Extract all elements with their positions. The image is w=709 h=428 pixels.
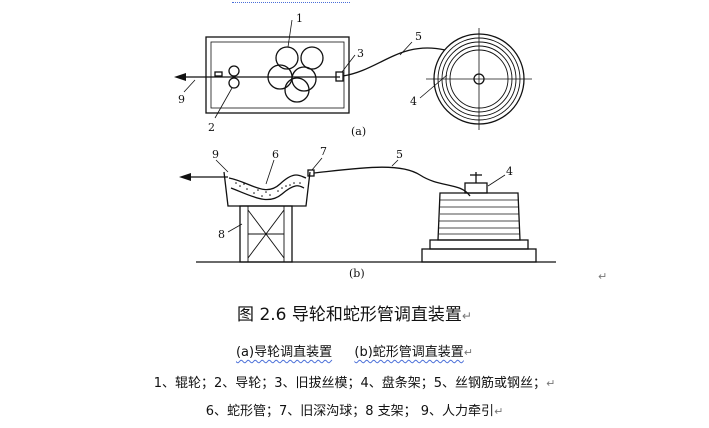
clamp-a	[214, 71, 223, 77]
callout-b-9: 9	[212, 148, 219, 161]
leader-8	[227, 223, 243, 233]
tube-stipple	[235, 182, 301, 197]
callout-a-1: 1	[296, 12, 303, 25]
callout-a-5: 5	[415, 30, 422, 43]
paragraph-mark: ↵	[598, 270, 608, 283]
legend-items-1: 1、辊轮；2、导轮；3、旧拔丝模；4、盘条架；5、丝钢筋或钢丝；	[153, 376, 547, 391]
leader-7	[311, 157, 323, 171]
figure-svg: 1 2 3 4 5 9 (a)	[174, 12, 556, 280]
leader-3	[341, 54, 356, 73]
leader-4a	[419, 74, 448, 99]
legend-part-a: (a)导轮调直装置	[235, 345, 333, 360]
frame-a	[205, 36, 350, 114]
callout-b-5: 5	[396, 148, 403, 161]
diagram-b	[179, 157, 556, 263]
subfigure-label-b: (b)	[349, 267, 365, 280]
snake-tube-top	[228, 174, 307, 191]
arrow-a	[174, 73, 186, 81]
paragraph-mark: ↵	[463, 346, 474, 359]
snake-tube-bottom	[230, 185, 305, 201]
frame-a-inner	[210, 41, 345, 109]
leader-1	[287, 19, 293, 48]
coil-base-1	[429, 239, 529, 250]
legend-line-2: 1、辊轮；2、导轮；3、旧拔丝模；4、盘条架；5、丝钢筋或钢丝；↵	[0, 372, 709, 391]
legend-items-2: 6、蛇形管；7、旧深沟球；8 支架； 9、人力牵引	[205, 404, 495, 419]
guide-wheel-2b	[228, 77, 240, 89]
wire-5-a	[342, 47, 446, 77]
coil-top-block	[464, 182, 488, 194]
legend-part-b: (b)蛇形管调直装置	[354, 345, 464, 360]
callout-b-4: 4	[506, 165, 513, 178]
callout-a-4: 4	[410, 95, 417, 108]
figure-caption: 图 2.6 导轮和蛇形管调直装置↵	[0, 300, 709, 325]
wire-5-b	[313, 166, 471, 197]
legend-line-3: 6、蛇形管；7、旧深沟球；8 支架； 9、人力牵引↵	[0, 400, 709, 419]
leader-5a	[399, 41, 413, 56]
roller-1a	[275, 46, 299, 70]
legend-line-1: (a)导轮调直装置 (b)蛇形管调直装置↵	[0, 341, 709, 360]
callout-b-6: 6	[272, 148, 279, 161]
leader-2	[214, 87, 233, 119]
top-dotted-underline	[232, 0, 350, 3]
arrow-b	[179, 173, 191, 181]
paragraph-mark: ↵	[494, 405, 504, 418]
leader-4b	[487, 174, 506, 187]
leader-5b	[391, 159, 399, 167]
paragraph-mark: ↵	[461, 309, 472, 323]
leader-9b	[215, 159, 229, 173]
roller-1b	[300, 46, 324, 70]
caption-title: 图 2.6 导轮和蛇形管调直装置	[237, 305, 462, 325]
bearing-7	[307, 169, 315, 177]
callout-b-7: 7	[320, 145, 327, 158]
support-8	[239, 205, 293, 263]
die-3	[335, 71, 344, 82]
callout-a-9: 9	[178, 93, 185, 106]
roller-1e	[284, 77, 310, 103]
figure-diagram: 1 2 3 4 5 9 (a)	[174, 12, 608, 283]
paragraph-mark: ↵	[546, 377, 556, 390]
subfigure-label-a: (a)	[351, 125, 366, 138]
guide-wheel-2a	[228, 65, 240, 77]
callout-a-2: 2	[208, 121, 215, 134]
leader-6	[265, 159, 275, 185]
callout-b-8: 8	[218, 228, 225, 241]
diagram-a	[174, 19, 532, 130]
leader-9a	[183, 79, 196, 93]
coil-base-2	[421, 248, 537, 263]
roller-1d	[291, 66, 317, 92]
callout-a-3: 3	[357, 47, 364, 60]
